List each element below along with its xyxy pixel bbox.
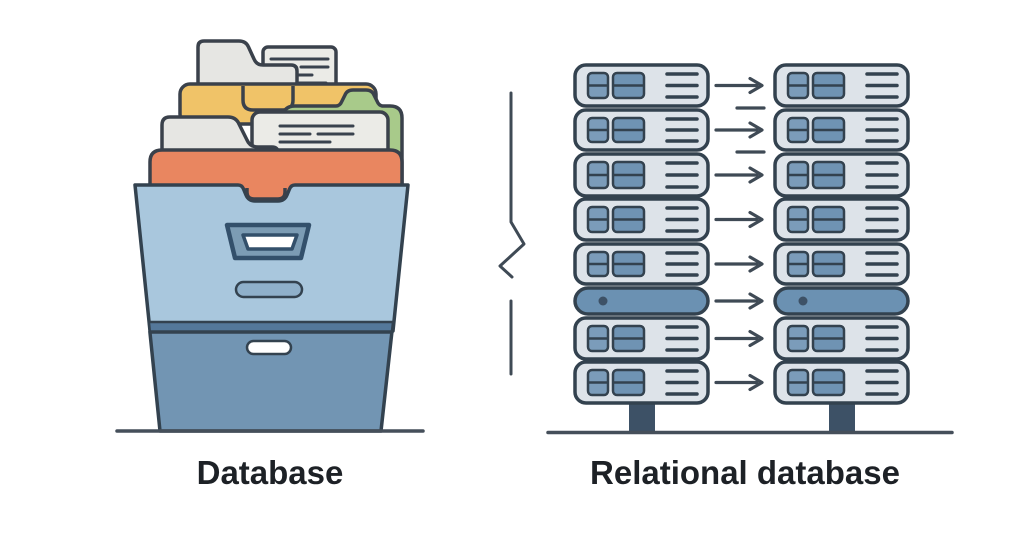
arrow-head-icon [748, 255, 764, 273]
arrow-head-icon [748, 210, 764, 229]
break-divider [498, 91, 526, 376]
file-cabinet-illustration [115, 39, 425, 433]
server-stand [629, 400, 655, 432]
arrow-head-icon [748, 329, 764, 348]
drawer-handle-icon [224, 222, 312, 261]
arrow-head-icon [748, 76, 764, 95]
power-led-icon [798, 296, 808, 306]
mapping-arrows [714, 76, 766, 392]
server-stack-right [773, 63, 910, 432]
server-stacks-illustration [573, 63, 910, 432]
server-unit-highlighted [773, 286, 910, 316]
power-led-icon [598, 296, 608, 306]
divider-line-icon [498, 91, 526, 376]
arrow-head-icon [748, 166, 764, 184]
orange-folder-tab [245, 188, 287, 201]
server-stack-left [573, 63, 710, 432]
arrow-head-icon [748, 292, 764, 310]
left-figure-label: Database [196, 454, 344, 491]
cabinet-body [133, 183, 410, 433]
server-stand [829, 400, 855, 432]
drawer-slot-icon [234, 280, 304, 299]
arrow-head-icon [748, 121, 764, 139]
server-unit-highlighted [573, 286, 710, 316]
drawer-pull-icon [245, 339, 293, 356]
arrow-head-icon [748, 373, 764, 392]
right-figure-label: Relational database [590, 454, 900, 491]
